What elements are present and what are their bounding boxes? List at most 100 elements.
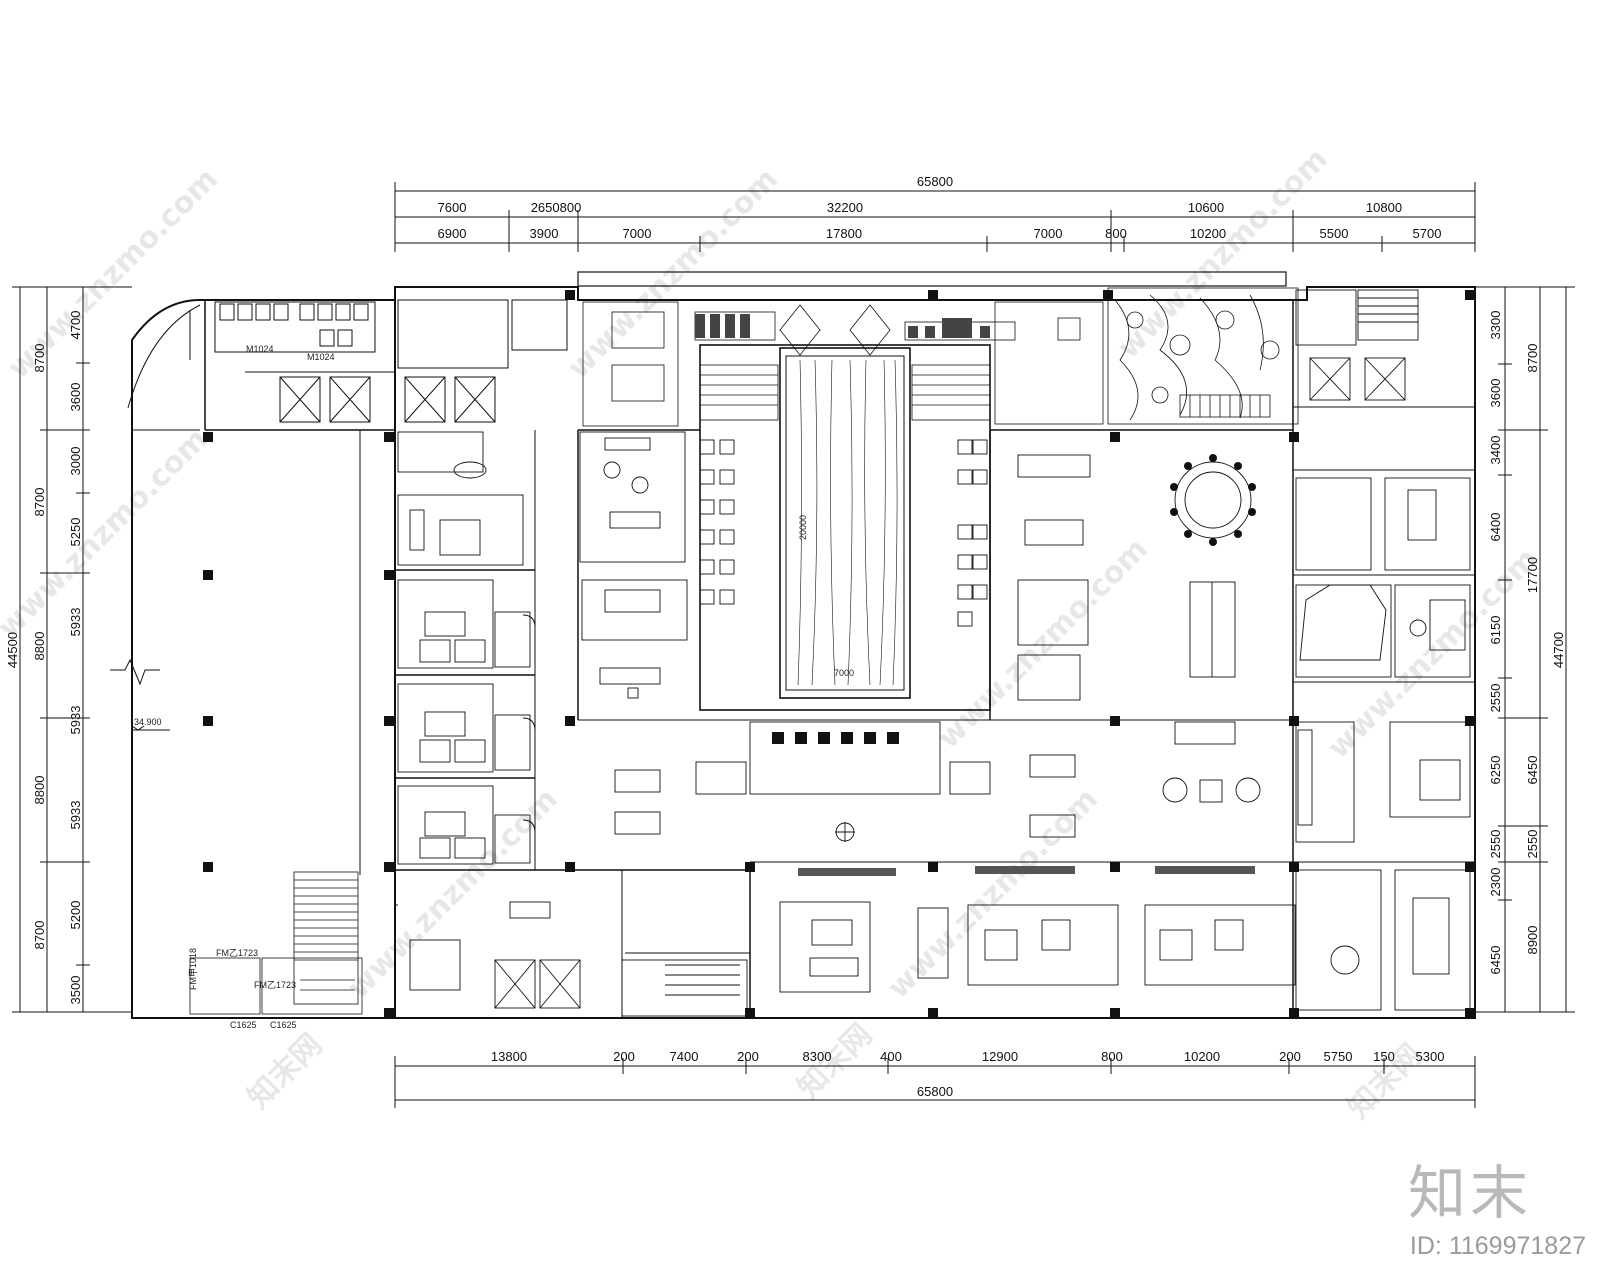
building-walls bbox=[131, 271, 1476, 1019]
bottom-dimension-text: 13800 200 7400 200 8300 400 12900 800 10… bbox=[491, 1049, 1445, 1099]
dim-bottom-overall: 65800 bbox=[917, 1084, 953, 1099]
dim-top-5: 10800 bbox=[1366, 200, 1402, 215]
left-lounges bbox=[579, 431, 688, 699]
dim-left-total: 44500 bbox=[5, 632, 20, 668]
dim-right-inner-10: 6450 bbox=[1488, 946, 1503, 975]
dim-top-4: 10600 bbox=[1188, 200, 1224, 215]
dim-right-2: 17700 bbox=[1525, 557, 1540, 593]
dim-left-inner-4: 5250 bbox=[68, 518, 83, 547]
elevation-mark: 34.900 bbox=[134, 717, 162, 727]
bottom-showrooms bbox=[409, 769, 1296, 1017]
dim-top-row2-3: 7000 bbox=[623, 226, 652, 241]
dim-bottom-10: 200 bbox=[1279, 1049, 1301, 1064]
right-dimension-text: 3300 3600 3400 6400 6150 2550 6250 2550 … bbox=[1488, 311, 1566, 975]
dim-bottom-1: 13800 bbox=[491, 1049, 527, 1064]
door-tag: C1625 bbox=[270, 1020, 297, 1030]
pool-width: 7000 bbox=[834, 668, 854, 678]
dim-right-inner-8: 2550 bbox=[1488, 830, 1503, 859]
dim-bottom-7: 12900 bbox=[982, 1049, 1018, 1064]
pool-loungers bbox=[699, 439, 988, 627]
door-tag: FM乙1723 bbox=[216, 948, 258, 958]
dim-right-total: 44700 bbox=[1551, 632, 1566, 668]
display-shelves bbox=[798, 866, 1255, 876]
brand-logo: 知末 bbox=[1408, 1159, 1533, 1227]
door-tag: C1625 bbox=[230, 1020, 257, 1030]
dim-left-inner-8: 5200 bbox=[68, 901, 83, 930]
dim-bottom-9: 10200 bbox=[1184, 1049, 1220, 1064]
dim-top-row2-5: 7000 bbox=[1034, 226, 1063, 241]
dim-right-inner-4: 6400 bbox=[1488, 513, 1503, 542]
watermark: www.znzmo.com bbox=[931, 532, 1155, 756]
dim-right-inner-6: 2550 bbox=[1488, 684, 1503, 713]
dim-right-inner-1: 3300 bbox=[1488, 311, 1503, 340]
watermark: 知末网 bbox=[241, 1027, 329, 1115]
top-dimensions bbox=[394, 182, 1476, 252]
top-dimension-text: 65800 7600 2650800 32200 10600 10800 690… bbox=[438, 174, 1442, 241]
pool-length: 20000 bbox=[798, 515, 808, 540]
dim-left-inner-6: 5933 bbox=[68, 706, 83, 735]
dim-top-2: 2650800 bbox=[531, 200, 582, 215]
dim-left-1: 8700 bbox=[32, 344, 47, 373]
top-hedge bbox=[695, 314, 990, 338]
lounge-chairs bbox=[772, 732, 899, 744]
dim-left-inner-7: 5933 bbox=[68, 801, 83, 830]
door-tag: M1024 bbox=[307, 352, 335, 362]
dim-left-2: 8700 bbox=[32, 488, 47, 517]
dim-bottom-2: 200 bbox=[613, 1049, 635, 1064]
chair-ring bbox=[1170, 454, 1256, 546]
dim-top-overall: 65800 bbox=[917, 174, 953, 189]
dim-right-inner-7: 6250 bbox=[1488, 756, 1503, 785]
dim-bottom-11: 5750 bbox=[1324, 1049, 1353, 1064]
dim-bottom-8: 800 bbox=[1101, 1049, 1123, 1064]
right-dimensions bbox=[1475, 286, 1575, 1013]
service-core bbox=[127, 299, 568, 423]
dim-bottom-12: 150 bbox=[1373, 1049, 1395, 1064]
watermark: www.znzmo.com bbox=[341, 782, 565, 1006]
door-tag: FM甲1018 bbox=[188, 948, 198, 990]
dim-top-1: 7600 bbox=[438, 200, 467, 215]
left-dimension-text: 44500 8700 8700 8800 8800 8700 4700 3600… bbox=[5, 311, 83, 1005]
door-tag: M1024 bbox=[246, 344, 274, 354]
dim-left-inner-2: 3600 bbox=[68, 383, 83, 412]
dim-right-3: 6450 bbox=[1525, 756, 1540, 785]
dim-right-inner-5: 6150 bbox=[1488, 616, 1503, 645]
left-hall bbox=[110, 658, 170, 731]
dim-right-4: 2550 bbox=[1525, 830, 1540, 859]
document-id: ID: 1169971827 bbox=[1409, 1232, 1586, 1260]
watermarks: www.znzmo.com www.znzmo.com www.znzmo.co… bbox=[0, 142, 1545, 1126]
top-garden bbox=[582, 301, 1104, 427]
dim-left-inner-9: 3500 bbox=[68, 976, 83, 1005]
watermark: www.znzmo.com bbox=[561, 162, 785, 386]
dim-left-inner-3: 3000 bbox=[68, 447, 83, 476]
dim-right-inner-9: 2300 bbox=[1488, 868, 1503, 897]
watermark: www.znzmo.com bbox=[1111, 142, 1335, 366]
rock-garden bbox=[1107, 287, 1299, 425]
dim-left-3: 8800 bbox=[32, 632, 47, 661]
dim-bottom-13: 5300 bbox=[1416, 1049, 1445, 1064]
dim-bottom-6: 400 bbox=[880, 1049, 902, 1064]
dim-top-row2-4: 17800 bbox=[826, 226, 862, 241]
bottom-dimensions bbox=[394, 1056, 1476, 1108]
dim-left-4: 8800 bbox=[32, 776, 47, 805]
reception-bar bbox=[695, 721, 991, 842]
dim-top-row2-2: 3900 bbox=[530, 226, 559, 241]
dim-right-5: 8900 bbox=[1525, 926, 1540, 955]
dim-top-row2-7: 10200 bbox=[1190, 226, 1226, 241]
right-block bbox=[1295, 289, 1471, 1011]
dim-top-row2-1: 6900 bbox=[438, 226, 467, 241]
dim-bottom-5: 8300 bbox=[803, 1049, 832, 1064]
swimming-pool bbox=[779, 347, 911, 699]
structural-columns bbox=[203, 290, 1475, 1018]
dim-right-inner-2: 3600 bbox=[1488, 379, 1503, 408]
central-showroom bbox=[1017, 454, 1261, 838]
stair-bottom-left bbox=[189, 871, 363, 1015]
dim-bottom-3: 7400 bbox=[670, 1049, 699, 1064]
door-tag: FM乙1723 bbox=[254, 980, 296, 990]
toilet-stalls bbox=[219, 303, 369, 347]
dim-right-1: 8700 bbox=[1525, 344, 1540, 373]
dim-right-inner-3: 3400 bbox=[1488, 436, 1503, 465]
dim-top-row2-8: 5500 bbox=[1320, 226, 1349, 241]
dim-bottom-4: 200 bbox=[737, 1049, 759, 1064]
guest-rooms bbox=[397, 431, 536, 865]
